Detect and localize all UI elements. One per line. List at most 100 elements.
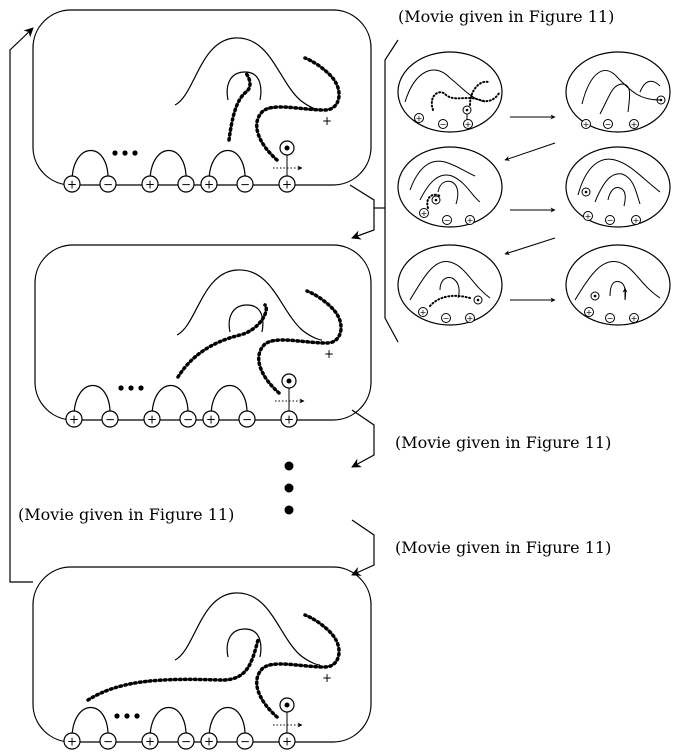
svg-text:+: +: [322, 671, 332, 685]
circled-sign: +: [63, 175, 81, 193]
label-middle-left: (Movie given in Figure 11): [18, 505, 234, 524]
baseline-signs: +−+−+−++−+−+−++−+−+−+: [63, 175, 298, 750]
circled-sign: +: [202, 410, 220, 428]
svg-text:+: +: [204, 735, 214, 749]
svg-text:−: −: [105, 413, 115, 427]
circled-sign: −: [236, 732, 254, 750]
svg-text:−: −: [240, 735, 250, 749]
movie-sign: +: [419, 208, 429, 218]
circled-sign: +: [65, 410, 83, 428]
svg-text:+: +: [631, 314, 638, 323]
svg-text:−: −: [181, 735, 191, 749]
svg-text:+: +: [284, 413, 294, 427]
svg-text:+: +: [145, 735, 155, 749]
ellipsis-dot-2: [284, 483, 294, 493]
movie-sign: −: [438, 119, 448, 129]
svg-text:−: −: [242, 413, 252, 427]
svg-text:−: −: [103, 178, 113, 192]
movie-sign: +: [629, 313, 639, 323]
svg-text:+: +: [416, 114, 423, 123]
circled-sign: +: [141, 732, 159, 750]
svg-text:−: −: [240, 178, 250, 192]
ellipsis-dot-1: [284, 461, 294, 471]
svg-text:−: −: [444, 216, 451, 225]
circled-sign: −: [177, 732, 195, 750]
circled-sign: +: [278, 732, 296, 750]
movie-sign: +: [414, 113, 424, 123]
movie-sign: +: [581, 119, 591, 129]
svg-text:+: +: [67, 735, 77, 749]
svg-text:+: +: [467, 314, 474, 323]
panel-3: +: [32, 566, 372, 743]
movie-sign: +: [583, 211, 593, 221]
svg-text:+: +: [420, 308, 427, 317]
movie-sign: +: [463, 119, 473, 129]
svg-text:−: −: [103, 735, 113, 749]
svg-text:+: +: [69, 413, 79, 427]
movie-sign: +: [584, 307, 594, 317]
movie-sign: −: [603, 119, 613, 129]
svg-text:+: +: [583, 120, 590, 129]
svg-text:+: +: [204, 178, 214, 192]
movie-sign: −: [442, 215, 452, 225]
movie-sign: −: [441, 313, 451, 323]
svg-text:−: −: [440, 120, 447, 129]
movie-sign: +: [465, 313, 475, 323]
svg-text:+: +: [145, 178, 155, 192]
svg-text:+: +: [631, 120, 638, 129]
svg-text:−: −: [607, 314, 614, 323]
label-middle-right: (Movie given in Figure 11): [395, 433, 611, 452]
circled-sign: −: [236, 175, 254, 193]
svg-text:+: +: [282, 735, 292, 749]
arrow-p2-dots: [351, 409, 375, 468]
svg-text:+: +: [465, 120, 472, 129]
arrow-p1-p2: [349, 184, 375, 240]
movie-bracket: [384, 39, 399, 343]
movie-sign: +: [465, 215, 475, 225]
svg-text:+: +: [282, 178, 292, 192]
movie-sign: +: [418, 307, 428, 317]
panel-2: +: [34, 244, 372, 421]
loop-arrow: [9, 27, 34, 583]
svg-text:+: +: [585, 212, 592, 221]
movie-frame-signs: + − + + − + + − + + − + + − + + − +: [414, 113, 641, 323]
circled-sign: +: [143, 410, 161, 428]
circled-sign: −: [179, 410, 197, 428]
svg-text:−: −: [605, 120, 612, 129]
circled-sign: −: [99, 175, 117, 193]
svg-text:+: +: [467, 216, 474, 225]
circled-sign: −: [177, 175, 195, 193]
svg-text:+: +: [67, 178, 77, 192]
svg-text:−: −: [607, 216, 614, 225]
circled-sign: −: [101, 410, 119, 428]
circled-sign: +: [200, 175, 218, 193]
circled-sign: +: [141, 175, 159, 193]
svg-text:+: +: [633, 216, 640, 225]
movie-sign: +: [631, 215, 641, 225]
movie-sign: +: [629, 119, 639, 129]
svg-text:+: +: [324, 347, 334, 361]
svg-text:−: −: [181, 178, 191, 192]
circled-sign: −: [99, 732, 117, 750]
circled-sign: +: [63, 732, 81, 750]
svg-text:+: +: [206, 413, 216, 427]
ellipsis-dot-3: [284, 505, 294, 515]
circled-sign: +: [280, 410, 298, 428]
svg-text:−: −: [183, 413, 193, 427]
movie-frames: [397, 51, 671, 326]
svg-text:+: +: [421, 209, 428, 218]
svg-text:−: −: [443, 314, 450, 323]
svg-text:+: +: [586, 308, 593, 317]
movie-sign: −: [605, 215, 615, 225]
svg-text:+: +: [147, 413, 157, 427]
circled-sign: +: [200, 732, 218, 750]
arrow-dots-p3: [351, 519, 375, 576]
svg-text:+: +: [322, 114, 332, 128]
circled-sign: −: [238, 410, 256, 428]
movie-sign: −: [605, 313, 615, 323]
circled-sign: +: [278, 175, 296, 193]
label-top-right: (Movie given in Figure 11): [398, 7, 614, 26]
label-lower-right: (Movie given in Figure 11): [395, 538, 611, 557]
panel-1: +: [32, 9, 372, 186]
